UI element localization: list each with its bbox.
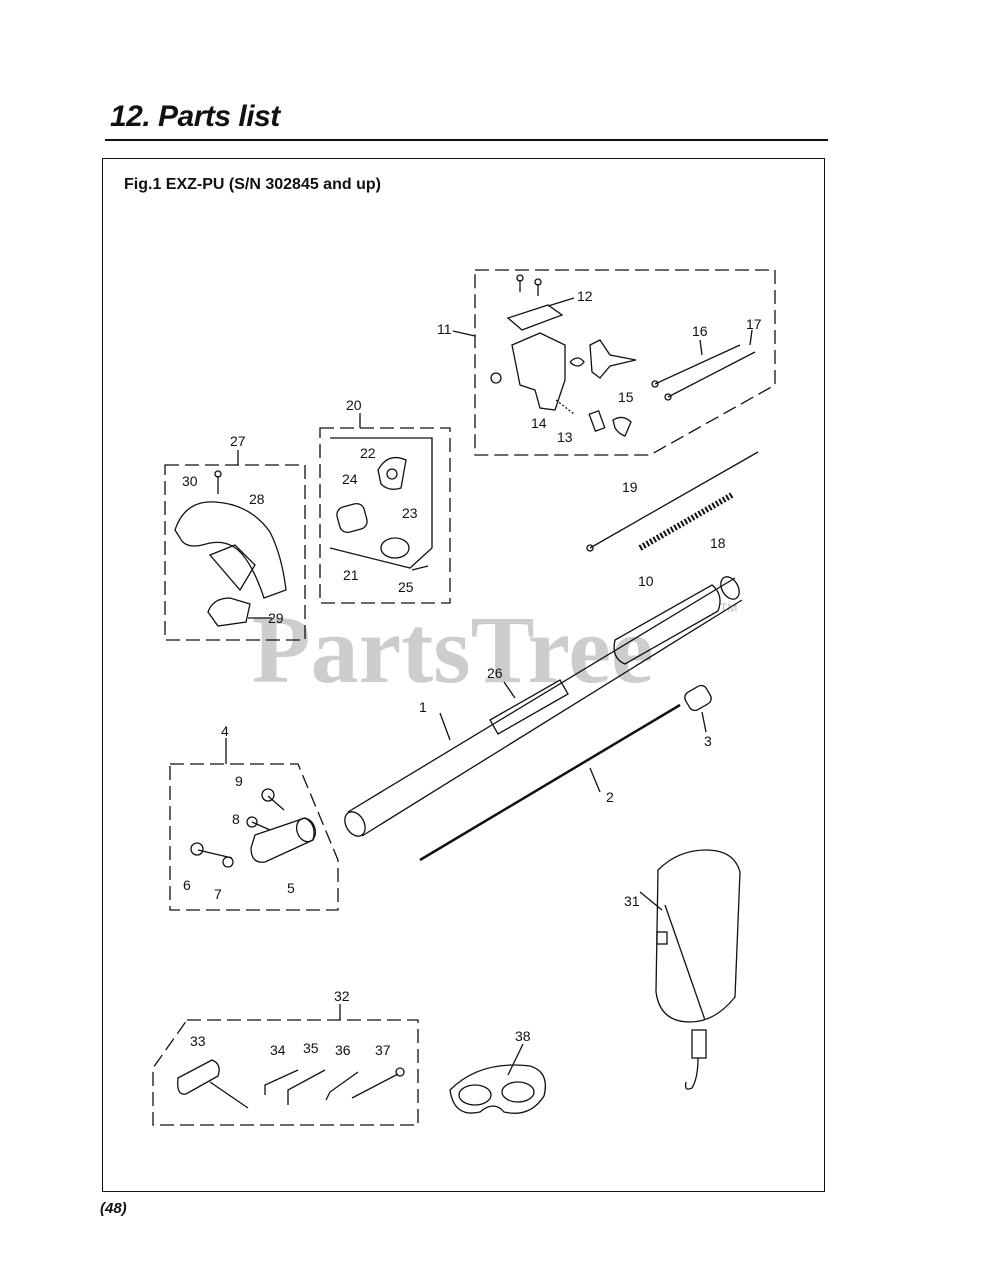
callout-24: 24 [342,471,358,487]
part-19-cable [589,451,759,549]
callout-19: 19 [622,479,638,495]
group-box-11 [474,269,776,456]
callout-31: 31 [624,893,640,909]
page-number: (48) [100,1200,127,1217]
callout-33: 33 [190,1033,206,1049]
callout-11: 11 [437,321,452,337]
figure-frame [102,158,825,1192]
callout-32: 32 [334,988,350,1004]
callout-labels: 1 2 3 4 5 6 7 8 9 10 11 12 13 14 15 16 1… [182,288,762,1058]
callout-3: 3 [704,733,712,749]
callout-17: 17 [746,316,762,332]
callout-34: 34 [270,1042,286,1058]
part-31-shoulder-strap [655,849,741,1023]
callout-10: 10 [638,573,654,589]
callout-12: 12 [577,288,593,304]
callout-15: 15 [618,389,634,405]
part-24-sleeve [336,502,368,534]
part-33-plug-wrench [177,1059,220,1095]
part-5-clamp [250,817,315,863]
callout-35: 35 [303,1040,319,1056]
callout-2: 2 [606,789,614,805]
figure-caption: Fig.1 EXZ-PU (S/N 302845 and up) [124,176,381,193]
watermark-text: PartsTree [252,596,654,703]
part-35-hex-key [287,1069,326,1105]
callout-37: 37 [375,1042,391,1058]
callout-23: 23 [402,505,418,521]
part-3-bushing [684,684,712,712]
callout-9: 9 [235,773,243,789]
callout-13: 13 [557,429,573,445]
part-11-throttle-housing [511,332,566,411]
part-10-grip [613,584,721,665]
part-16-wire [654,344,741,385]
part-37-wrench [351,1073,399,1099]
callout-27: 27 [230,433,246,449]
group-box-20 [319,427,451,604]
callout-30: 30 [182,473,198,489]
callout-16: 16 [692,323,708,339]
group-box-27 [164,464,306,641]
callout-5: 5 [287,880,295,896]
title-underline [105,139,828,141]
callout-28: 28 [249,491,265,507]
callout-26: 26 [487,665,503,681]
part-17-wire [667,351,756,398]
callout-20: 20 [346,397,362,413]
group-box-32 [152,1019,419,1126]
part-28-front-handle [174,501,287,599]
part-2-drive-shaft [419,703,681,862]
callout-21: 21 [343,567,359,583]
page-title: 12. Parts list [110,100,280,133]
callout-14: 14 [531,415,547,431]
part-36-hex-key [325,1071,359,1101]
part-1-outer-tube-bottom [361,599,743,837]
callout-18: 18 [710,535,726,551]
callout-7: 7 [214,886,222,902]
callout-4: 4 [221,723,229,739]
part-18-spring-tube [638,492,734,551]
part-38-goggles [449,1064,547,1114]
callout-25: 25 [398,579,414,595]
callout-38: 38 [515,1028,531,1044]
part-34-hex-key [264,1069,299,1095]
callout-6: 6 [183,877,191,893]
part-12-cover [506,304,564,331]
group-box-20-inner [329,437,433,569]
part-1-outer-tube-top [347,577,736,813]
callout-8: 8 [232,811,240,827]
group-box-4 [169,763,339,911]
callout-29: 29 [268,610,284,626]
callout-1: 1 [419,699,427,715]
callout-36: 36 [335,1042,351,1058]
callout-22: 22 [360,445,376,461]
